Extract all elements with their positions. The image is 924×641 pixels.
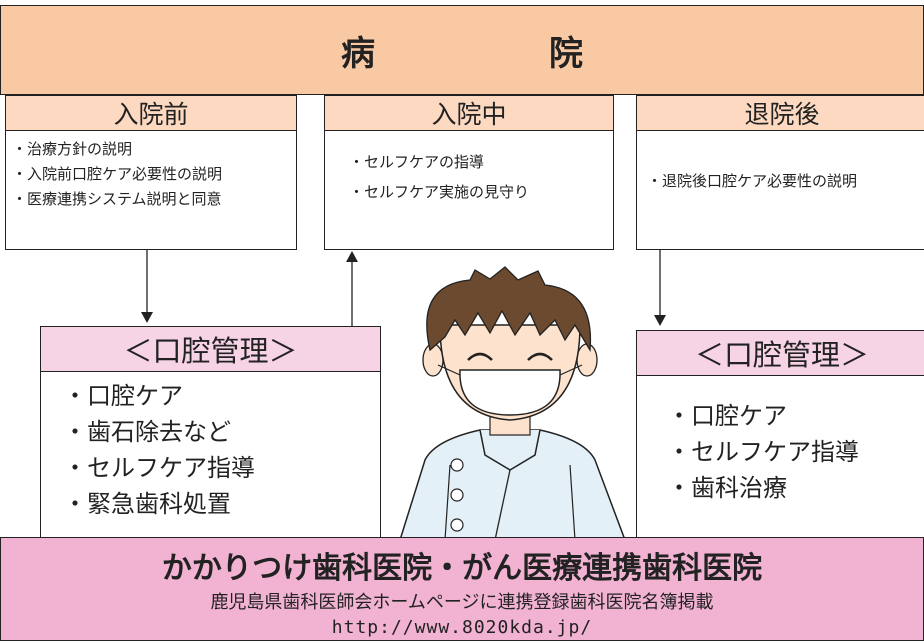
clinic-banner: かかりつけ歯科医院・がん医療連携歯科医院 鹿児島県歯科医師会ホームページに連携登…: [0, 537, 924, 641]
clinic-url[interactable]: http://www.8020kda.jp/: [331, 617, 593, 638]
oral-left-item: ・歯石除去など: [63, 418, 231, 446]
clinic-subtitle: 鹿児島県歯科医師会ホームページに連携登録歯科医院名簿掲載: [210, 592, 714, 613]
phase-during-admission-title: 入院中: [325, 96, 613, 131]
phase-before-item: ・医療連携システム説明と同意: [12, 190, 222, 208]
oral-management-left: ＜口腔管理＞ ・口腔ケア ・歯石除去など ・セルフケア指導 ・緊急歯科処置: [40, 326, 381, 538]
hospital-title: 病 院: [341, 33, 653, 74]
phase-before-admission-title: 入院前: [6, 96, 296, 131]
phase-during-admission: 入院中 ・セルフケアの指導 ・セルフケア実施の見守り: [324, 95, 614, 250]
arrow-up-icon: [346, 251, 358, 327]
phase-after-item: ・退院後口腔ケア必要性の説明: [647, 172, 858, 190]
oral-left-item: ・口腔ケア: [63, 382, 183, 410]
oral-right-item: ・セルフケア指導: [667, 438, 859, 466]
hospital-banner: 病 院: [0, 5, 924, 95]
oral-management-left-title: ＜口腔管理＞: [41, 327, 380, 372]
dentist-illustration: [399, 266, 626, 540]
oral-left-item: ・セルフケア指導: [63, 454, 255, 482]
oral-right-item: ・口腔ケア: [667, 402, 787, 430]
arrow-down-icon: [141, 250, 153, 323]
arrow-down-icon: [654, 250, 666, 326]
phase-before-admission: 入院前 ・治療方針の説明 ・入院前口腔ケア必要性の説明 ・医療連携システム説明と…: [5, 95, 297, 250]
phase-before-item: ・入院前口腔ケア必要性の説明: [12, 165, 223, 183]
clinic-title: かかりつけ歯科医院・がん医療連携歯科医院: [161, 551, 763, 586]
oral-left-item: ・緊急歯科処置: [63, 490, 231, 518]
phase-during-item: ・セルフケア実施の見守り: [349, 183, 530, 201]
oral-management-right: ＜口腔管理＞ ・口腔ケア ・セルフケア指導 ・歯科治療: [636, 330, 924, 538]
oral-right-item: ・歯科治療: [667, 474, 787, 502]
phase-during-item: ・セルフケアの指導: [349, 153, 485, 171]
phase-after-discharge: 退院後 ・退院後口腔ケア必要性の説明: [636, 95, 924, 250]
phase-before-item: ・治療方針の説明: [12, 140, 133, 158]
phase-after-discharge-title: 退院後: [637, 96, 924, 131]
oral-management-right-title: ＜口腔管理＞: [637, 331, 924, 376]
